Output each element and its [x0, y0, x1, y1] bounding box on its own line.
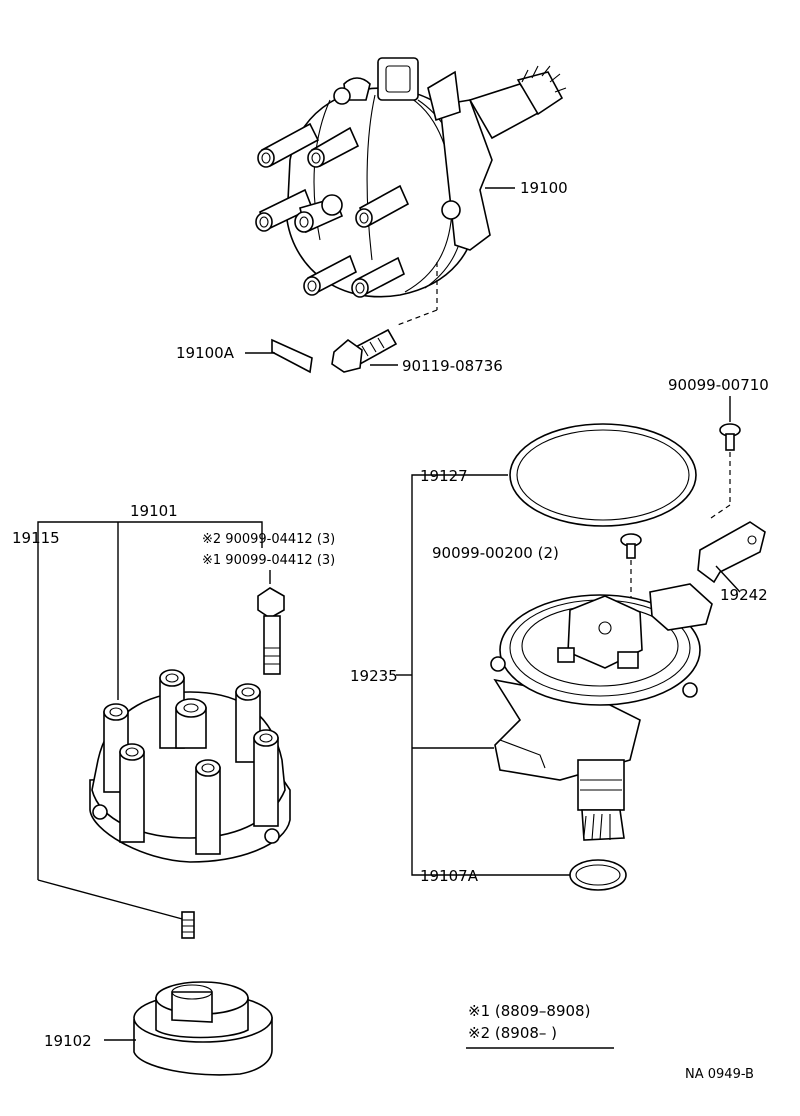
label-19115: 19115	[12, 529, 60, 547]
label-19100a: 19100A	[176, 344, 235, 362]
bracket-19242	[697, 521, 766, 584]
distributor-cap-19101	[89, 669, 291, 863]
label-19101: 19101	[130, 502, 178, 520]
distributor-assembly	[255, 57, 567, 327]
legend-row-2: ※2 (8908– )	[468, 1024, 557, 1042]
label-19100: 19100	[520, 179, 568, 197]
carbon-19115	[181, 911, 195, 939]
bolt-90119-08736	[331, 328, 398, 373]
label-90099-00710: 90099-00710	[668, 376, 769, 394]
note-2-bolt: ※2 90099-04412 (3)	[202, 532, 335, 547]
note-1-bolt: ※1 90099-04412 (3)	[202, 553, 335, 568]
label-90099-00200: 90099-00200 (2)	[432, 544, 559, 562]
label-19242: 19242	[720, 586, 768, 604]
screw-90099-00200	[620, 533, 642, 559]
label-19107a: 19107A	[420, 867, 479, 885]
label-19102: 19102	[44, 1032, 92, 1050]
bolt-90099-04412	[257, 587, 285, 675]
diagram-code: NA 0949-B	[685, 1067, 754, 1082]
rotor-19102	[133, 981, 273, 1076]
legend: ※1 (8809–8908) ※2 (8908– )	[466, 1002, 614, 1049]
legend-row-1: ※1 (8809–8908)	[468, 1002, 590, 1020]
housing-19235	[490, 583, 713, 841]
label-19235: 19235	[350, 667, 398, 685]
label-90119-08736: 90119-08736	[402, 357, 503, 375]
o-ring-19127	[509, 423, 697, 527]
cap-towers	[255, 122, 410, 298]
label-plate-19100a	[271, 338, 313, 374]
screw-90099-00710	[719, 423, 741, 451]
label-19127: 19127	[420, 467, 468, 485]
